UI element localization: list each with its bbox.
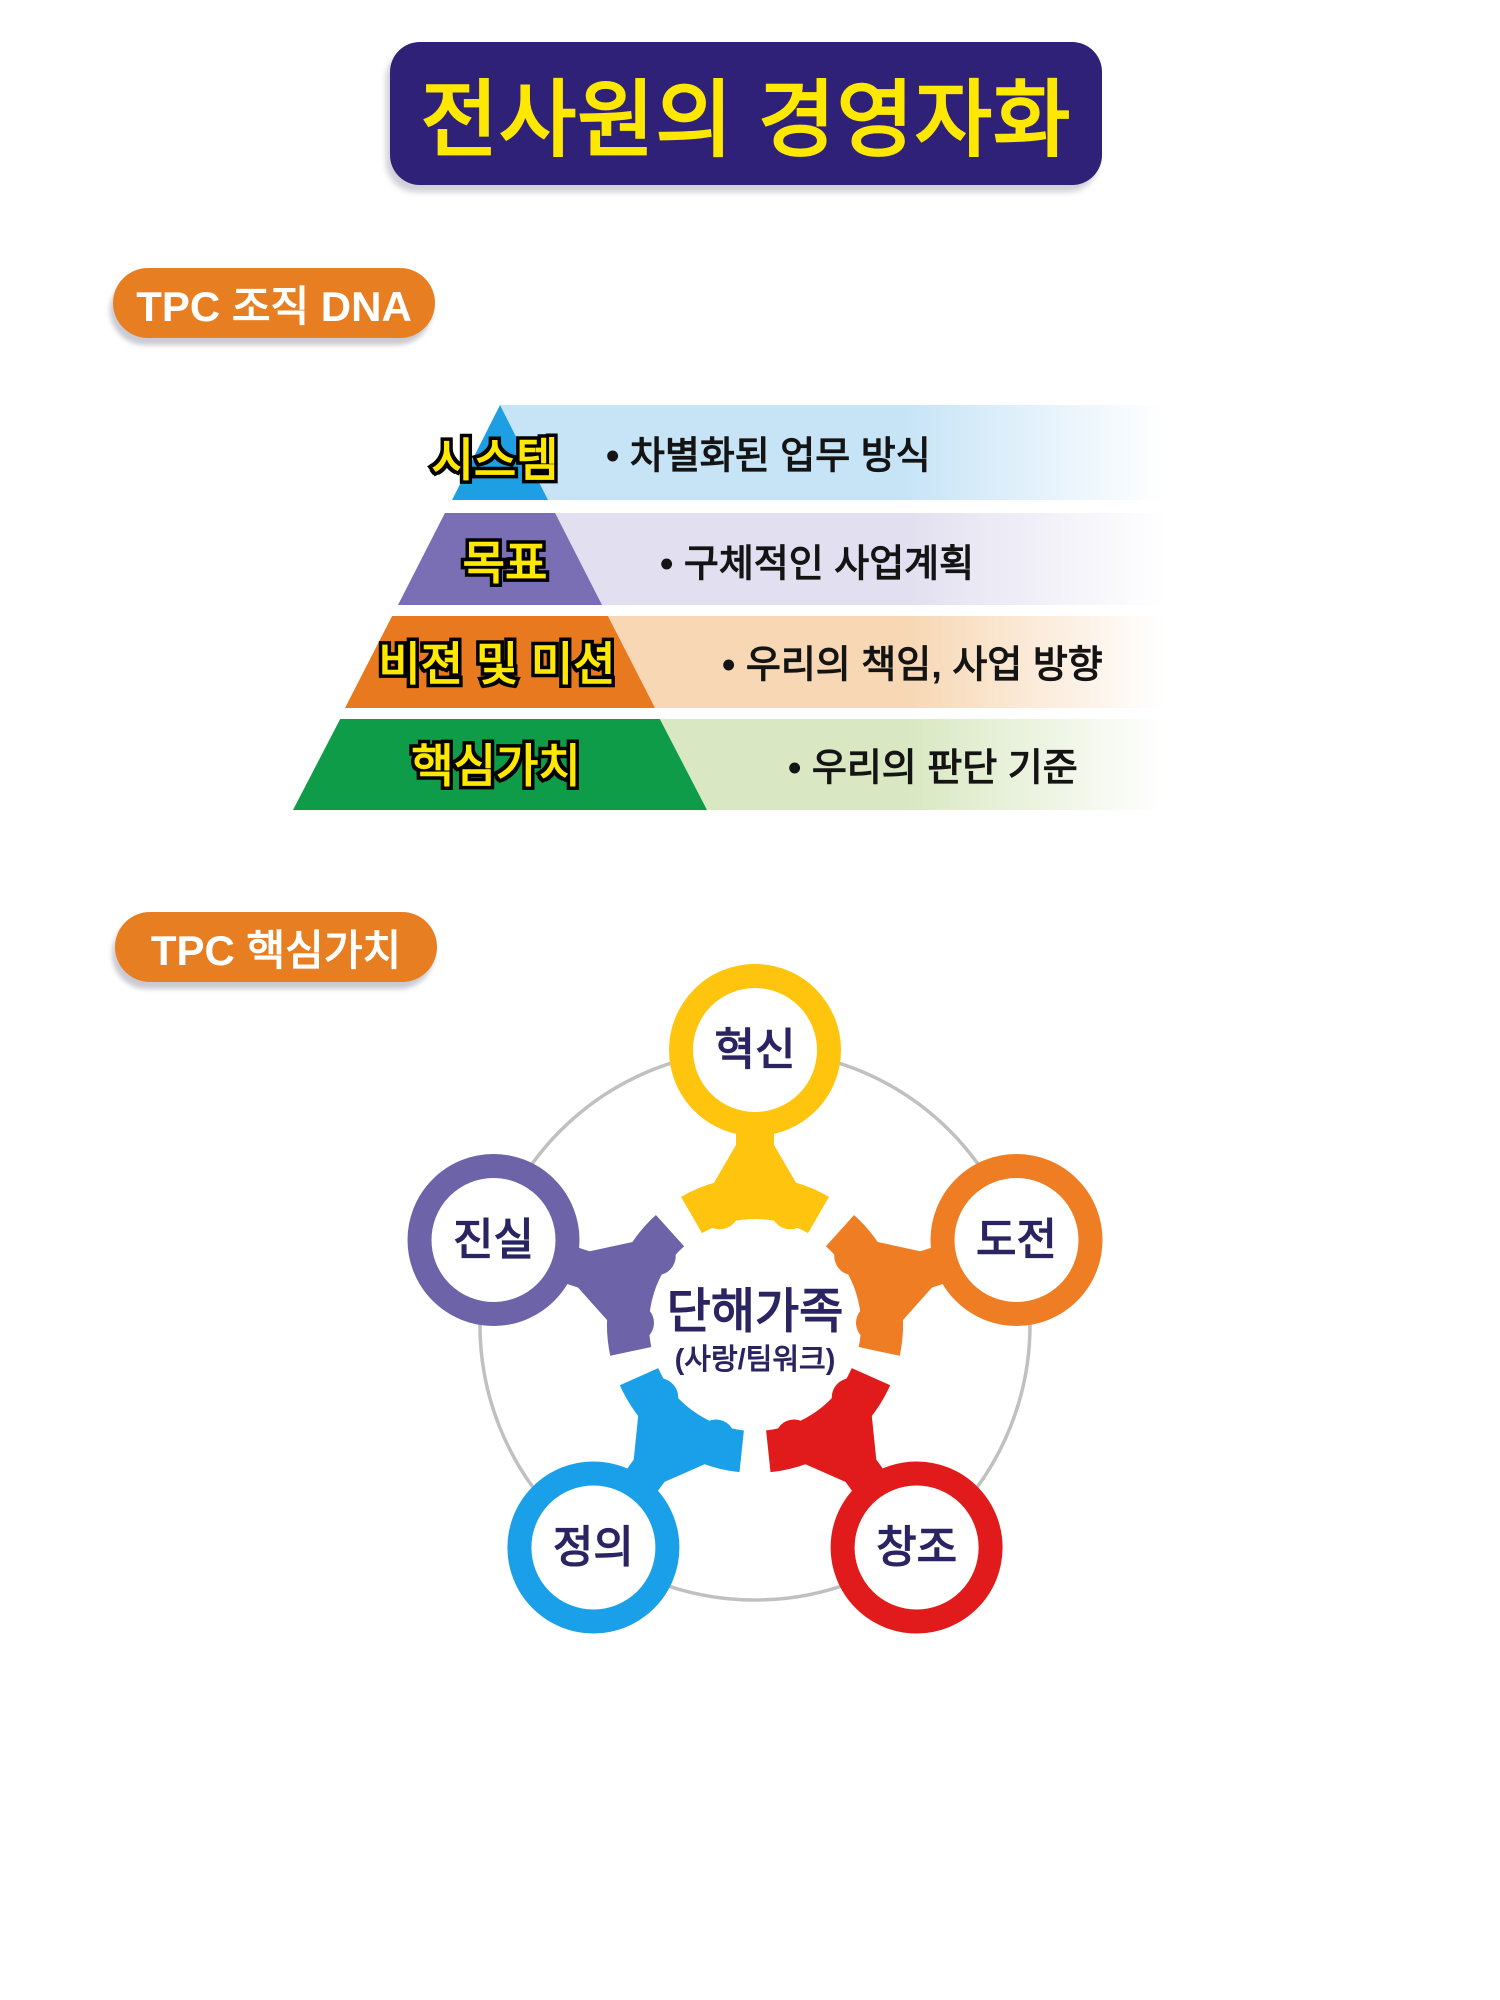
ring-segment-truth xyxy=(607,1215,685,1356)
value-label-challenge: 도전 xyxy=(976,1216,1057,1265)
pyramid-band-system xyxy=(500,405,1200,500)
section-label-core-values: TPC 핵심가치 xyxy=(115,912,437,982)
section-label-org-dna: TPC 조직 DNA xyxy=(113,268,435,338)
title-banner: 전사원의 경영자화 xyxy=(390,42,1102,185)
ring-segment-creation xyxy=(765,1367,891,1473)
value-circle-challenge xyxy=(930,1154,1103,1326)
value-circle-truth xyxy=(407,1154,580,1326)
pyramid-shape-vision-mission xyxy=(345,616,655,708)
value-label-justice: 정의 xyxy=(553,1523,634,1572)
value-label-truth: 진실 xyxy=(453,1216,534,1265)
pyramid-desc-system: • 차별화된 업무 방식 xyxy=(606,435,931,478)
pyramid-shape-core-values xyxy=(293,719,707,810)
section-label-core-values-text: TPC 핵심가치 xyxy=(150,926,402,974)
ring-segment-challenge xyxy=(825,1215,903,1356)
pyramid-label-goal: 목표 xyxy=(459,534,551,593)
pyramid-desc-vision-mission: • 우리의 책임, 사업 방향 xyxy=(722,644,1103,687)
pyramid-label-vision-mission: 비젼 및 미션 xyxy=(375,635,619,694)
wheel-center-subtitle: (사랑/팀워크) xyxy=(675,1343,836,1376)
value-label-innovation: 혁신 xyxy=(715,1026,796,1075)
wheel-center-title: 단해가족 xyxy=(667,1286,844,1339)
page-title: 전사원의 경영자화 xyxy=(420,73,1072,167)
value-label-creation: 창조 xyxy=(876,1523,957,1572)
pyramid-desc-goal: • 구체적인 사업계획 xyxy=(660,543,975,586)
value-circle-justice xyxy=(507,1461,680,1634)
core-values-wheel: 혁신 도전 창조 정의 진실 단해가족 (사랑/팀워크) xyxy=(407,964,1103,1634)
value-circle-creation xyxy=(830,1461,1003,1634)
pyramid-desc-core-values: • 우리의 판단 기준 xyxy=(788,747,1078,790)
ring-segment-innovation xyxy=(681,1177,829,1234)
value-circle-innovation xyxy=(669,964,841,1136)
pyramid-label-system: 시스템 xyxy=(428,431,562,490)
pyramid-band-goal xyxy=(500,513,1200,605)
ring-segment-justice xyxy=(619,1367,745,1473)
section-label-org-dna-text: TPC 조직 DNA xyxy=(136,282,412,330)
pyramid-label-core-values: 핵심가치 xyxy=(408,737,584,796)
